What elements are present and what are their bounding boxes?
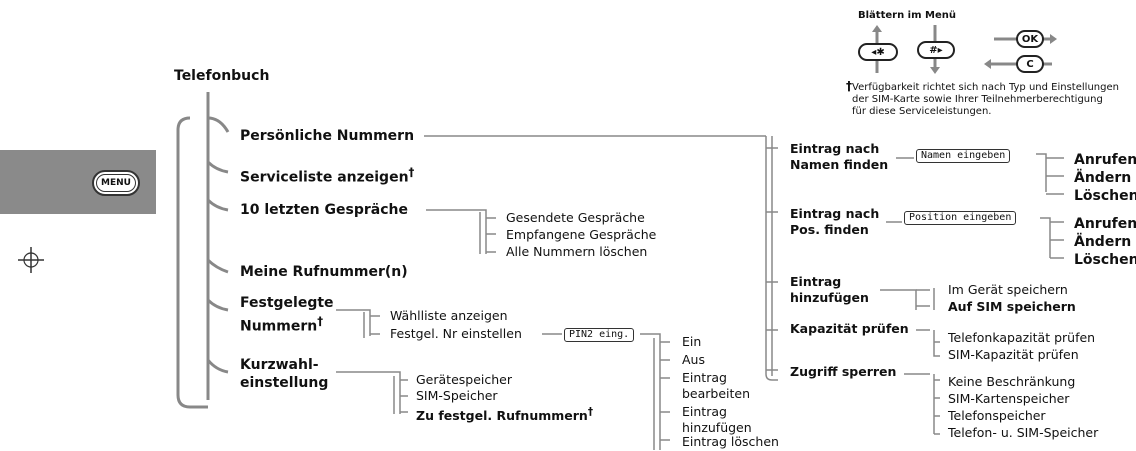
check-capacity: Kapazität prüfen <box>790 321 909 336</box>
menu-item-speed-dial-line2: einstellung <box>240 375 329 391</box>
find-by-name-line2: Namen finden <box>790 157 889 172</box>
lock-phone-memory: Telefonspeicher <box>948 408 1046 423</box>
footnote-line-3: für diese Serviceleistungen. <box>852 106 992 117</box>
footnote-line-1: Verfügbarkeit richtet sich nach Typ und … <box>852 82 1119 93</box>
menu-item-last-10-calls: 10 letzten Gespräche <box>240 202 408 218</box>
add-save-device: Im Gerät speichern <box>948 282 1068 297</box>
pin2-add-line1: Eintrag <box>682 404 727 419</box>
dagger-mark: † <box>408 165 415 179</box>
star-key-icon: ◂✱ <box>858 43 898 61</box>
find-by-pos-line2: Pos. finden <box>790 222 869 237</box>
capacity-sim: SIM-Kapazität prüfen <box>948 347 1079 362</box>
capacity-phone: Telefonkapazität prüfen <box>948 330 1096 345</box>
hash-key-icon: #▸ <box>917 41 955 59</box>
menu-item-service-list: Serviceliste anzeigen† <box>240 165 415 186</box>
lock-phone-and-sim: Telefon- u. SIM-Speicher <box>948 425 1099 440</box>
last10-received: Empfangene Gespräche <box>506 227 657 242</box>
name-action-edit: Ändern <box>1074 170 1132 186</box>
legend-footnote: †Verfügbarkeit richtet sich nach Typ und… <box>846 80 1119 118</box>
menu-item-fixed-numbers-line1: Festgelegte <box>240 295 334 311</box>
dagger-mark: † <box>587 406 594 418</box>
page-title: Telefonbuch <box>174 68 270 84</box>
pin2-display: PIN2 eing. <box>564 328 635 342</box>
lock-sim-card: SIM-Kartenspeicher <box>948 391 1070 406</box>
ok-key-icon: OK <box>1016 30 1044 48</box>
pin2-add-line2: hinzufügen <box>682 420 752 435</box>
speed-device-memory: Gerätespeicher <box>416 372 513 387</box>
fixed-show-list: Wählliste anzeigen <box>390 308 508 323</box>
pos-action-delete: Löschen <box>1074 252 1136 268</box>
lock-none: Keine Beschränkung <box>948 374 1076 389</box>
dagger-mark: † <box>317 314 324 328</box>
menu-item-own-numbers: Meine Rufnummer(n) <box>240 264 408 280</box>
lock-access: Zugriff sperren <box>790 364 897 379</box>
menu-button-icon: MENU <box>92 170 140 196</box>
add-entry-line2: hinzufügen <box>790 290 869 305</box>
name-action-delete: Löschen <box>1074 188 1136 204</box>
pos-action-edit: Ändern <box>1074 234 1132 250</box>
footnote-line-2: der SIM-Karte sowie Ihrer Teilnehmerbere… <box>852 94 1103 105</box>
last10-delete-all: Alle Nummern löschen <box>506 244 648 259</box>
last10-sent: Gesendete Gespräche <box>506 210 645 225</box>
legend-title: Blättern im Menü <box>858 10 956 21</box>
footnote-dagger: † <box>846 79 852 93</box>
pos-action-call: Anrufen <box>1074 216 1136 232</box>
menu-key-panel: MENU <box>0 150 156 214</box>
fixed-set-number: Festgel. Nr einstellen <box>390 326 522 341</box>
name-input-display: Namen eingeben <box>916 149 1011 163</box>
find-by-pos-line1: Eintrag nach <box>790 206 880 221</box>
pin2-off: Aus <box>682 352 705 367</box>
speed-sim-memory: SIM-Speicher <box>416 388 498 403</box>
pin2-delete: Eintrag löschen <box>682 434 779 449</box>
main-bracket <box>176 116 208 409</box>
menu-item-fixed-numbers-line2: Nummern† <box>240 314 324 335</box>
position-input-display: Position eingeben <box>904 211 1017 225</box>
add-entry-line1: Eintrag <box>790 274 842 289</box>
pin2-edit-line1: Eintrag <box>682 370 727 385</box>
name-action-call: Anrufen <box>1074 152 1136 168</box>
add-save-sim: Auf SIM speichern <box>948 299 1076 314</box>
pin2-edit-line2: bearbeiten <box>682 386 751 401</box>
c-key-icon: C <box>1016 55 1044 73</box>
menu-item-personal-numbers: Persönliche Nummern <box>240 128 415 144</box>
find-by-name-line1: Eintrag nach <box>790 141 880 156</box>
menu-item-speed-dial-line1: Kurzwahl- <box>240 357 319 373</box>
pin2-on: Ein <box>682 334 702 349</box>
speed-fixed-numbers: Zu festgel. Rufnummern† <box>416 406 594 424</box>
